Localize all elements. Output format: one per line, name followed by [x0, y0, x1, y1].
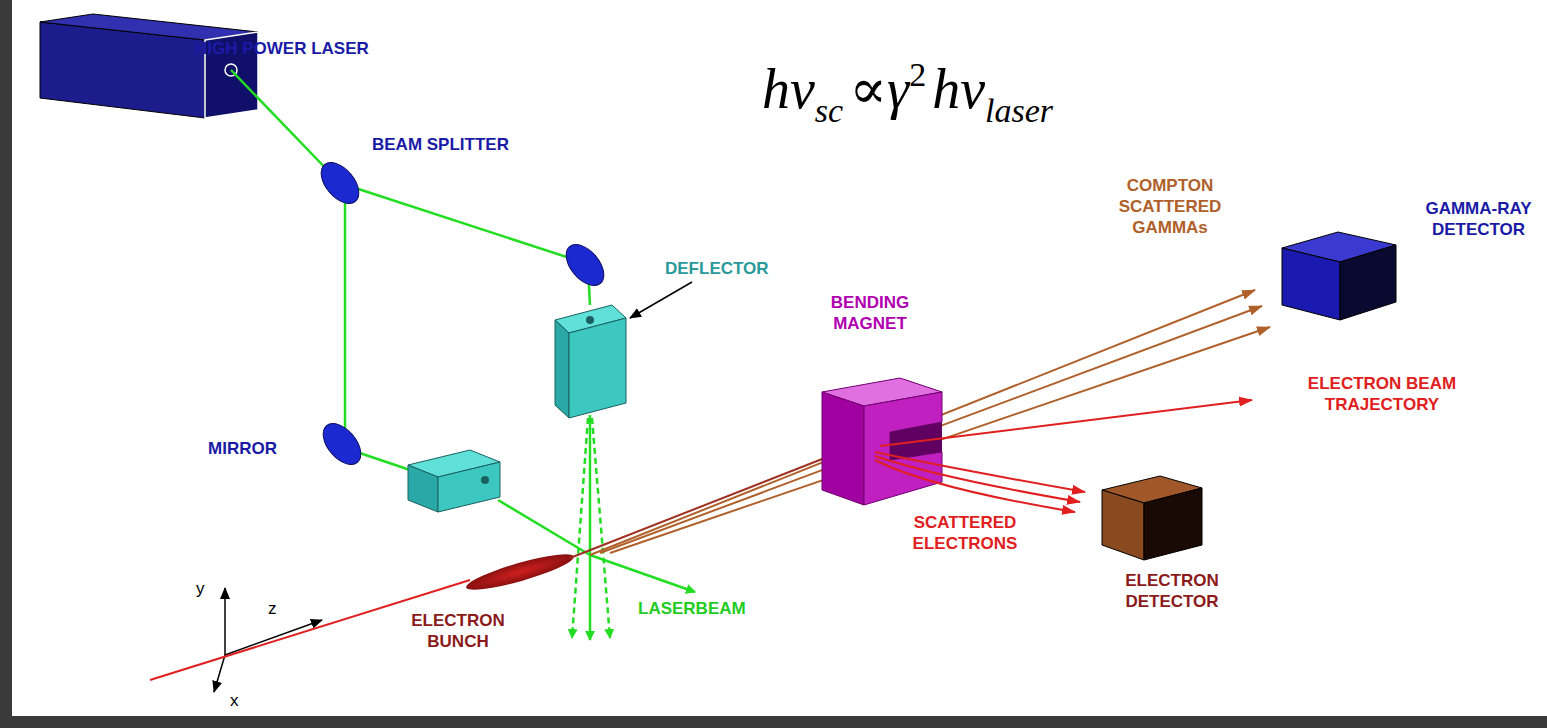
gamma-label: COMPTON SCATTERED GAMMAs: [1119, 175, 1222, 238]
modulator-box: [408, 450, 500, 512]
detector-label: GAMMA-RAY DETECTOR: [1416, 198, 1541, 240]
formula-part: 2: [909, 56, 926, 93]
coordinate-axes: [214, 588, 322, 692]
axis-label: y: [196, 578, 205, 599]
scattering-formula: hνsc∝γ2hνlaser: [762, 40, 1053, 146]
formula-part: ∝: [849, 58, 887, 120]
mirror-lower: [316, 417, 368, 472]
formula-part: sc: [815, 92, 843, 129]
laser-body: [40, 14, 258, 118]
gamma-detector: [1282, 232, 1396, 320]
laser-beams: [231, 70, 695, 640]
laserbeam-label: LASERBEAM: [638, 598, 746, 619]
deflector-label: DEFLECTOR: [665, 258, 769, 279]
axis-label: x: [230, 690, 239, 711]
formula-part: hν: [762, 58, 815, 120]
splitter-label: BEAM SPLITTER: [372, 134, 509, 155]
laser-label: HIGH POWER LASER: [195, 38, 369, 59]
scattered-electron-arrows: [875, 452, 1085, 512]
beam-splitter: [314, 156, 366, 211]
electron-bunch: [464, 548, 577, 596]
mirror-label: MIRROR: [208, 438, 277, 459]
scattered-label: SCATTERED ELECTRONS: [913, 512, 1018, 554]
formula-part: γ: [887, 58, 909, 120]
axis-label: z: [268, 598, 277, 619]
magnet-label: BENDING MAGNET: [831, 292, 909, 334]
beam-to-magnet: [570, 452, 840, 558]
deflector-pointer: [630, 282, 692, 318]
trajectory-arrow: [880, 400, 1252, 446]
electron-detector-label: ELECTRON DETECTOR: [1125, 570, 1219, 612]
formula-part: hν: [932, 58, 985, 120]
mirror-upper: [559, 238, 611, 293]
deflector-box: [555, 305, 626, 418]
bunch-label: ELECTRON BUNCH: [411, 610, 505, 652]
trajectory-label: ELECTRON BEAM TRAJECTORY: [1297, 373, 1467, 415]
formula-part: laser: [985, 92, 1053, 129]
electron-detector: [1102, 476, 1202, 560]
